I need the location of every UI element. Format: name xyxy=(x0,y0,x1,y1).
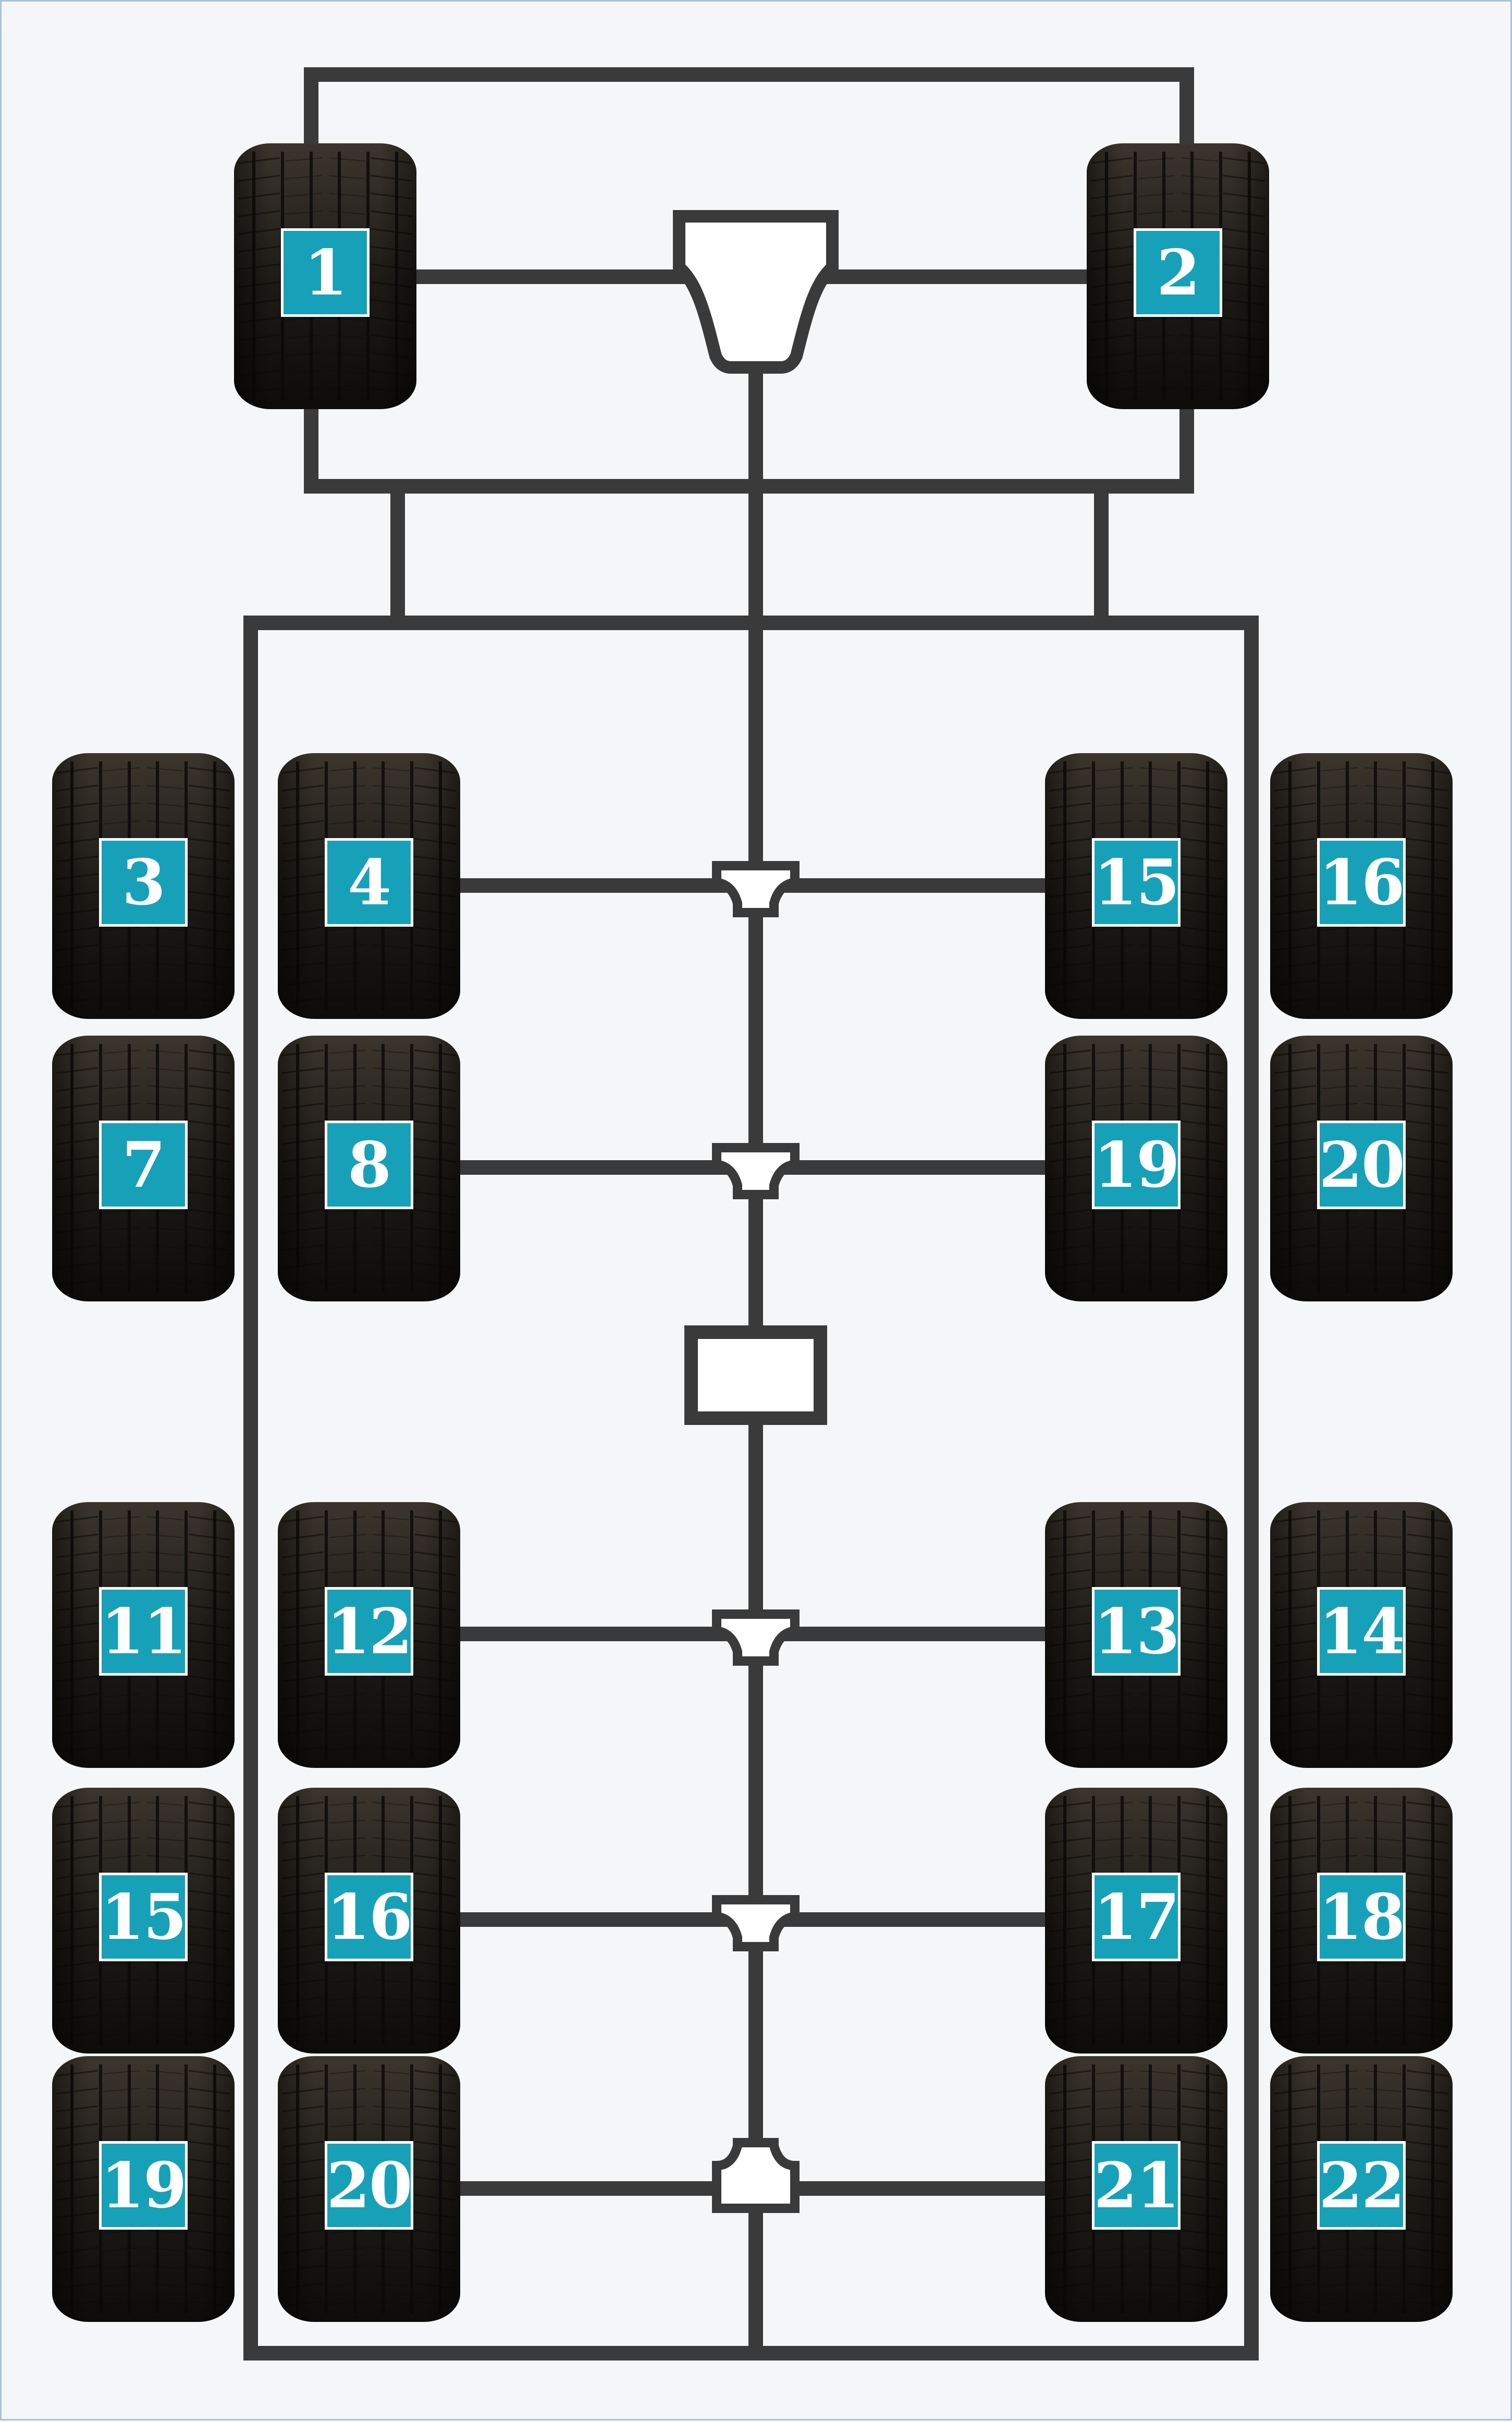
tire-position-label: 21 xyxy=(1092,2141,1181,2230)
tire-position-label: 3 xyxy=(99,838,188,927)
tire-position-label: 16 xyxy=(1317,838,1406,927)
tire: 2 xyxy=(1086,142,1270,410)
tire: 19 xyxy=(51,2055,236,2323)
tire: 17 xyxy=(1044,1787,1228,2055)
tire-position-label: 16 xyxy=(325,1873,413,1961)
tire: 13 xyxy=(1044,1501,1228,1769)
differential-5 xyxy=(712,2138,800,2213)
tire-position-label: 20 xyxy=(1317,1121,1406,1209)
tire: 8 xyxy=(277,1035,461,1302)
tire-position-label: 11 xyxy=(99,1587,188,1676)
tire: 20 xyxy=(277,2055,461,2323)
tire-position-label: 8 xyxy=(325,1121,413,1209)
tire: 15 xyxy=(51,1787,236,2055)
tire-position-label: 19 xyxy=(1092,1121,1181,1209)
tire: 11 xyxy=(51,1501,236,1769)
tire-position-label: 17 xyxy=(1092,1873,1181,1961)
tire: 20 xyxy=(1269,1035,1454,1302)
tire: 16 xyxy=(1269,752,1454,1020)
differential-1 xyxy=(712,861,800,917)
tire-position-label: 22 xyxy=(1317,2141,1406,2230)
tire: 22 xyxy=(1269,2055,1454,2323)
differential-4 xyxy=(712,1895,800,1951)
differential-2 xyxy=(712,1143,800,1199)
tire: 15 xyxy=(1044,752,1228,1020)
differential-3 xyxy=(712,1609,800,1666)
tire-position-label: 12 xyxy=(325,1587,413,1676)
tire: 19 xyxy=(1044,1035,1228,1302)
tire: 14 xyxy=(1269,1501,1454,1769)
tire-position-label: 7 xyxy=(99,1121,188,1209)
tire: 7 xyxy=(51,1035,236,1302)
tire-position-label: 1 xyxy=(281,228,370,317)
tire: 21 xyxy=(1044,2055,1228,2323)
tire: 4 xyxy=(277,752,461,1020)
transmission-box xyxy=(684,1325,827,1425)
tire-position-label: 13 xyxy=(1092,1587,1181,1676)
tire-position-label: 19 xyxy=(99,2141,188,2230)
tire-position-label: 14 xyxy=(1317,1587,1406,1676)
tire-position-label: 4 xyxy=(325,838,413,927)
tire-position-label: 15 xyxy=(99,1873,188,1961)
tire-position-label: 18 xyxy=(1317,1873,1406,1961)
tire-position-label: 2 xyxy=(1134,228,1222,317)
tire: 1 xyxy=(233,142,417,410)
tire-position-label: 20 xyxy=(325,2141,413,2230)
tire-position-label: 15 xyxy=(1092,838,1181,927)
tire: 3 xyxy=(51,752,236,1020)
tire: 16 xyxy=(277,1787,461,2055)
tire: 18 xyxy=(1269,1787,1454,2055)
tire: 12 xyxy=(277,1501,461,1769)
steering-box xyxy=(673,210,839,374)
